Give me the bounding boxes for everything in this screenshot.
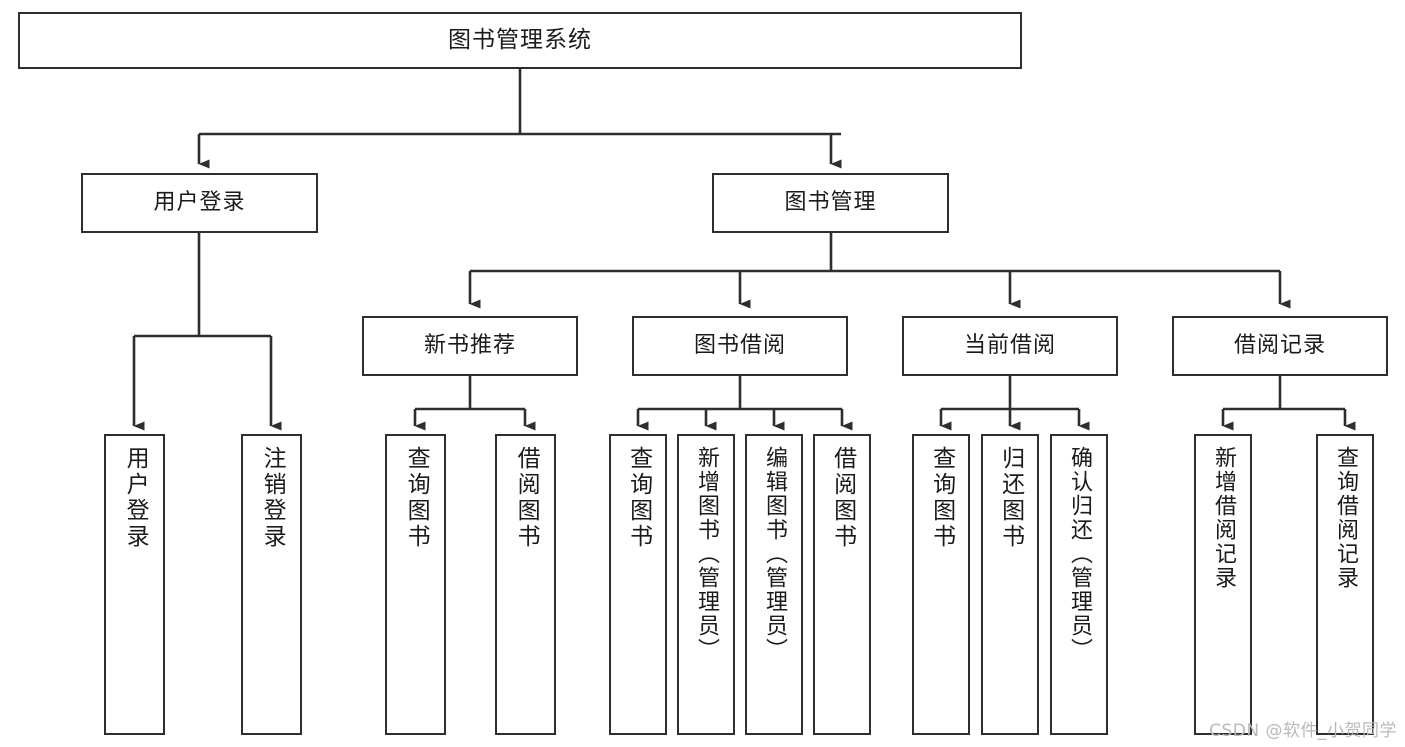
node-leaf-query-book-2[interactable]: 查询图书 — [609, 434, 667, 735]
node-leaf-user-login-label: 用户登录 — [122, 446, 149, 550]
node-leaf-query-record[interactable]: 查询借阅记录 — [1316, 434, 1374, 735]
node-leaf-query-book-2-label: 查询图书 — [625, 446, 652, 550]
node-leaf-return-book-label: 归还图书 — [997, 446, 1024, 550]
node-borrow-record-label: 借阅记录 — [1233, 332, 1326, 358]
node-leaf-add-record-label: 新增借阅记录 — [1210, 446, 1236, 590]
node-root-system-label: 图书管理系统 — [448, 26, 592, 53]
node-leaf-confirm-return-label: 确认归还（管理员） — [1066, 446, 1092, 662]
node-book-borrow-label: 图书借阅 — [693, 332, 786, 358]
node-leaf-add-record[interactable]: 新增借阅记录 — [1194, 434, 1252, 735]
watermark-text: CSDN @软件_小贺同学 — [1209, 721, 1397, 741]
node-book-manage[interactable]: 图书管理 — [712, 173, 949, 233]
node-leaf-query-book-3-label: 查询图书 — [928, 446, 955, 550]
node-leaf-return-book[interactable]: 归还图书 — [981, 434, 1039, 735]
node-root-system[interactable]: 图书管理系统 — [18, 12, 1022, 69]
node-current-borrow[interactable]: 当前借阅 — [902, 316, 1118, 376]
node-user-login[interactable]: 用户登录 — [81, 173, 318, 233]
node-new-book-recommend-label: 新书推荐 — [423, 332, 516, 358]
node-leaf-edit-book-label: 编辑图书（管理员） — [761, 446, 787, 662]
node-leaf-borrow-book-1[interactable]: 借阅图书 — [495, 434, 556, 735]
node-leaf-borrow-book-2[interactable]: 借阅图书 — [813, 434, 871, 735]
node-leaf-query-book-1-label: 查询图书 — [403, 446, 430, 550]
node-current-borrow-label: 当前借阅 — [963, 332, 1056, 358]
node-leaf-add-book-label: 新增图书（管理员） — [693, 446, 719, 662]
node-leaf-borrow-book-2-label: 借阅图书 — [829, 446, 856, 550]
node-leaf-confirm-return[interactable]: 确认归还（管理员） — [1050, 434, 1108, 735]
node-book-borrow[interactable]: 图书借阅 — [632, 316, 848, 376]
node-leaf-query-record-label: 查询借阅记录 — [1332, 446, 1358, 590]
node-leaf-user-login[interactable]: 用户登录 — [104, 434, 165, 735]
node-leaf-logout-login[interactable]: 注销登录 — [241, 434, 302, 735]
node-leaf-query-book-1[interactable]: 查询图书 — [385, 434, 446, 735]
node-new-book-recommend[interactable]: 新书推荐 — [362, 316, 578, 376]
node-user-login-label: 用户登录 — [153, 189, 246, 215]
node-leaf-add-book[interactable]: 新增图书（管理员） — [677, 434, 735, 735]
node-book-manage-label: 图书管理 — [784, 189, 877, 215]
node-leaf-borrow-book-1-label: 借阅图书 — [513, 446, 540, 550]
node-leaf-logout-login-label: 注销登录 — [259, 446, 286, 550]
node-leaf-edit-book[interactable]: 编辑图书（管理员） — [745, 434, 803, 735]
node-leaf-query-book-3[interactable]: 查询图书 — [912, 434, 970, 735]
node-borrow-record[interactable]: 借阅记录 — [1172, 316, 1388, 376]
